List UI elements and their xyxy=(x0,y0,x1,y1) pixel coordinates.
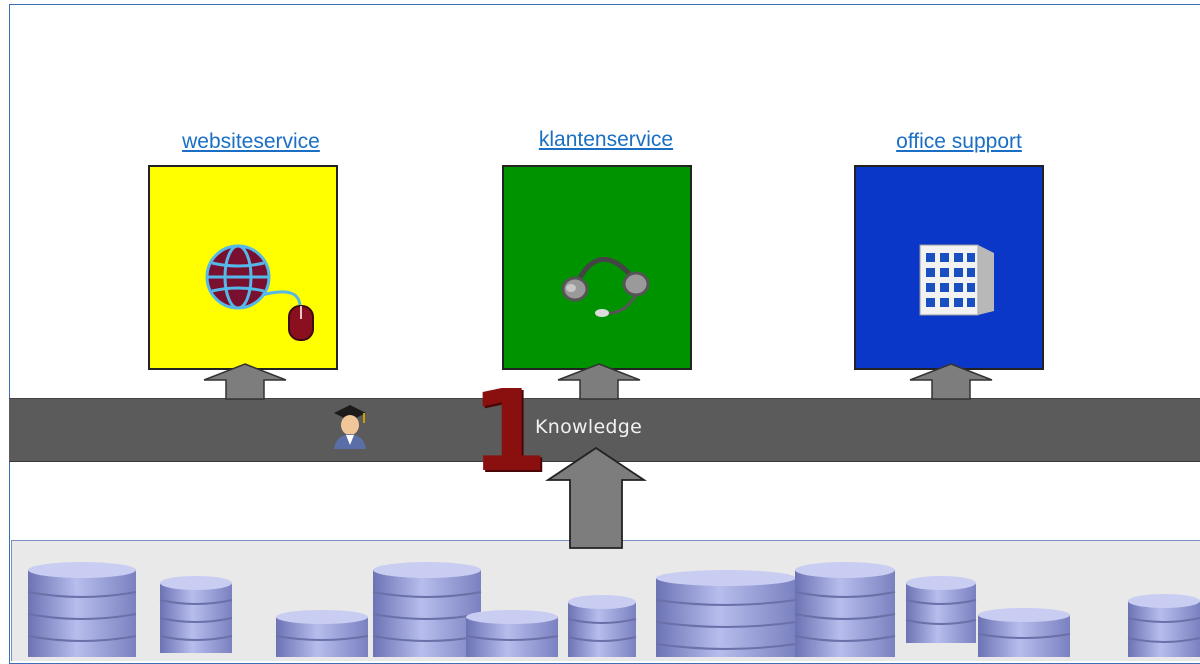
arrow-up-to-klantenservice xyxy=(557,363,641,400)
klantenservice-link[interactable]: klantenservice xyxy=(538,128,674,151)
headset-icon xyxy=(561,257,650,317)
database-cylinder-icon xyxy=(794,562,896,657)
arrow-up-to-knowledge xyxy=(545,446,647,549)
arrow-up-to-websiteservice xyxy=(203,363,287,400)
database-cylinder-icon xyxy=(275,610,369,657)
klantenservice-panel[interactable] xyxy=(502,165,692,370)
globe-mouse-icon xyxy=(205,244,314,341)
office-building-icon xyxy=(919,244,994,316)
database-cylinder-icon xyxy=(27,562,137,657)
database-cylinder-icon xyxy=(465,610,559,657)
websiteservice-panel[interactable] xyxy=(148,165,338,370)
database-stacks xyxy=(27,562,1200,657)
database-cylinder-icon xyxy=(567,595,637,657)
graduate-person-icon xyxy=(334,405,366,449)
knowledge-band xyxy=(9,398,1200,462)
websiteservice-link[interactable]: websiteservice xyxy=(182,130,320,153)
knowledge-label: Knowledge xyxy=(535,416,643,438)
database-cylinder-icon xyxy=(977,608,1071,657)
arrow-up-to-office-support xyxy=(909,363,993,400)
office-support-link[interactable]: office support xyxy=(896,130,1022,153)
database-cylinder-icon xyxy=(159,576,233,653)
database-cylinder-icon xyxy=(372,562,482,657)
step-number: 1 xyxy=(470,367,548,497)
office-support-panel[interactable] xyxy=(854,165,1044,370)
database-cylinder-icon xyxy=(655,570,797,657)
database-cylinder-icon xyxy=(1127,594,1200,657)
database-cylinder-icon xyxy=(905,576,977,643)
